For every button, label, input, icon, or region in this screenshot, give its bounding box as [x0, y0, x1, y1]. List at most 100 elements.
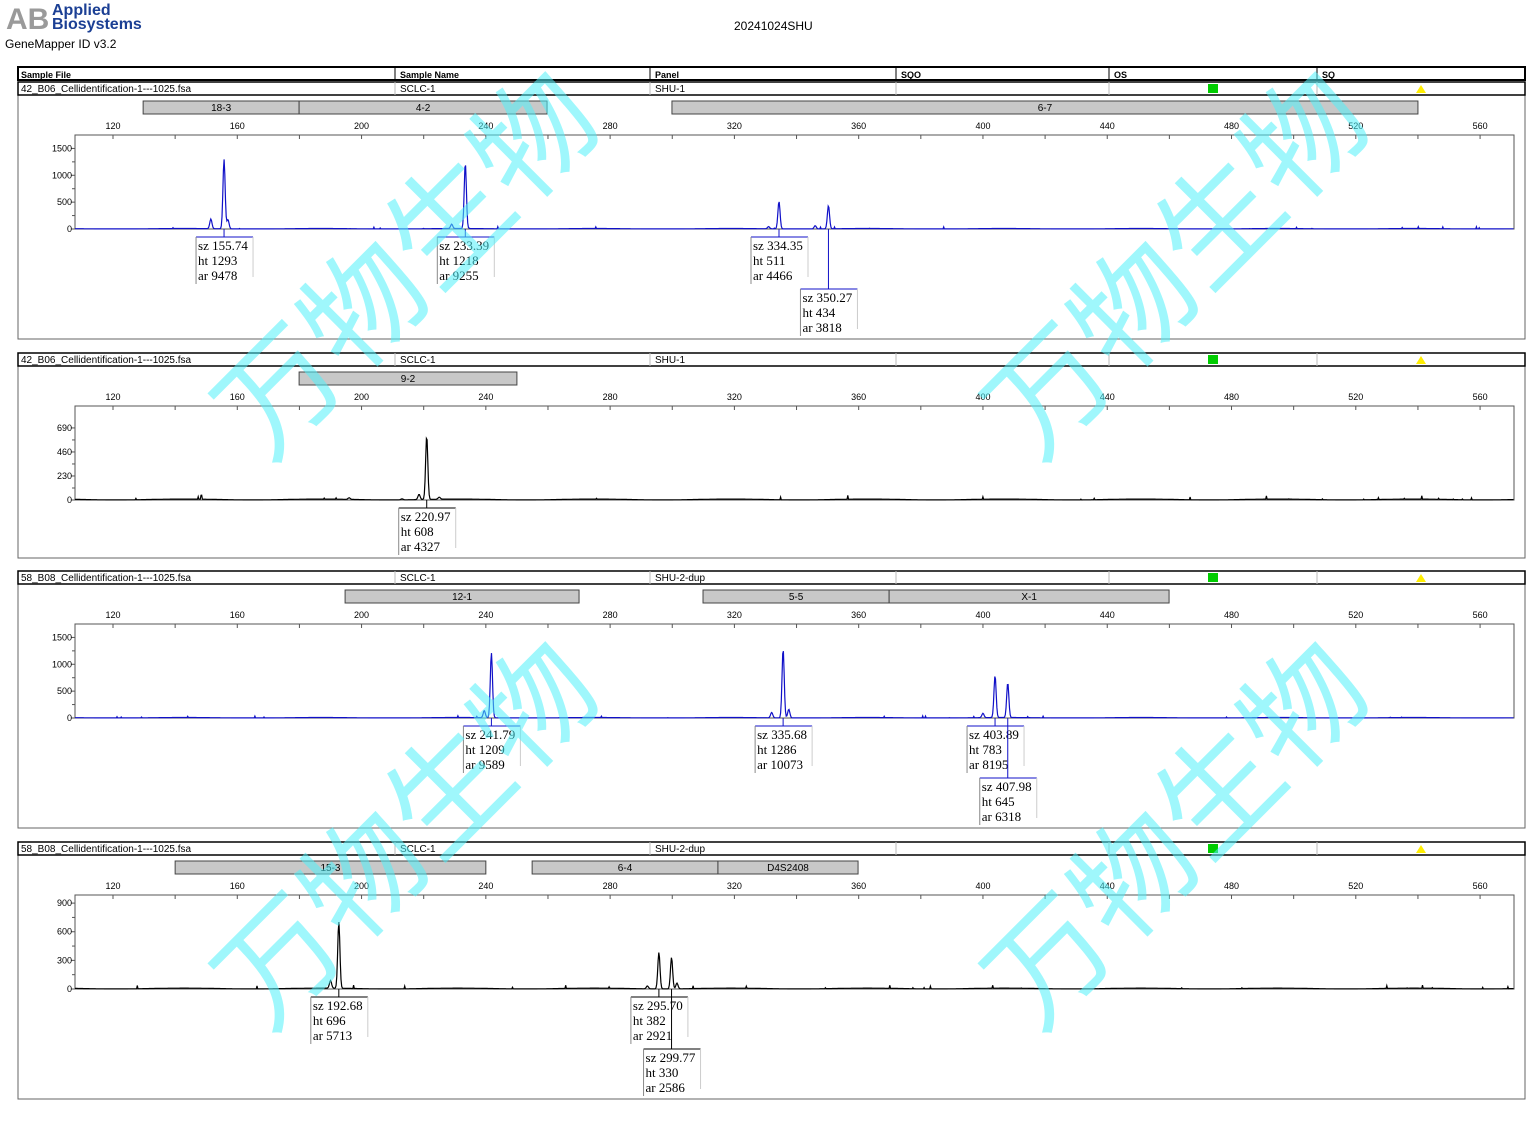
bin-label: 18-3 — [211, 103, 231, 114]
peak-sz-label: sz 334.35 — [753, 238, 803, 253]
plot-area — [74, 894, 1515, 990]
sample-file: 58_B08_Cellidentification-1---1025.fsa — [21, 573, 192, 584]
table-header — [17, 66, 1526, 81]
sample-info-row — [17, 570, 1526, 585]
bin-D4S2408 — [717, 860, 859, 875]
peak-ar-label: ar 9589 — [465, 757, 504, 772]
y-tick-label: 0 — [67, 224, 72, 234]
software-version: GeneMapper ID v3.2 — [5, 37, 117, 51]
bin-12-1 — [344, 589, 580, 604]
peak-sz-label: sz 295.70 — [633, 998, 683, 1013]
x-tick-label: 200 — [354, 392, 369, 402]
x-tick-label: 160 — [230, 881, 245, 891]
column-header-sq: SQ — [1322, 70, 1335, 80]
bin-label: 4-2 — [416, 103, 431, 114]
sq-status-yellow-triangle-icon — [1416, 574, 1426, 582]
peak-sz-label: sz 299.77 — [646, 1050, 696, 1065]
y-tick-label: 1000 — [52, 659, 72, 669]
x-tick-label: 520 — [1348, 392, 1363, 402]
peak-sz-label: sz 407.98 — [982, 779, 1032, 794]
os-status-green-square-icon — [1208, 355, 1218, 364]
x-tick-label: 280 — [603, 392, 618, 402]
peak-ar-label: ar 4327 — [401, 539, 441, 554]
x-tick-label: 240 — [478, 121, 493, 131]
sq-status-yellow-triangle-icon — [1416, 845, 1426, 853]
brand-line-2: Biosystems — [52, 16, 142, 33]
sample-info-row — [17, 81, 1526, 96]
bin-4-2 — [298, 100, 548, 115]
sq-status-yellow-triangle-icon — [1416, 356, 1426, 364]
peak-ht-label: ht 608 — [401, 524, 434, 539]
bin-15-3 — [174, 860, 487, 875]
x-tick-label: 160 — [230, 392, 245, 402]
x-tick-label: 160 — [230, 121, 245, 131]
sample-name: SCLC-1 — [400, 84, 436, 95]
peak-ht-label: ht 434 — [802, 305, 835, 320]
y-tick-label: 300 — [57, 955, 72, 965]
os-status-green-square-icon — [1208, 844, 1218, 853]
x-tick-label: 360 — [851, 392, 866, 402]
x-tick-label: 560 — [1473, 881, 1488, 891]
column-header-sample-file: Sample File — [21, 70, 71, 80]
bin-6-7 — [671, 100, 1419, 115]
column-header-sqo: SQO — [901, 70, 921, 80]
plot-area — [74, 623, 1515, 719]
sample-file: 58_B08_Cellidentification-1---1025.fsa — [21, 844, 192, 855]
ab-logo-icon: AB — [6, 3, 49, 36]
x-tick-label: 360 — [851, 121, 866, 131]
x-tick-label: 240 — [478, 610, 493, 620]
applied-biosystems-logo: AB — [6, 3, 52, 38]
x-tick-label: 320 — [727, 610, 742, 620]
os-status-green-square-icon — [1208, 84, 1218, 93]
peak-ar-label: ar 2921 — [633, 1028, 672, 1043]
column-header-os: OS — [1114, 70, 1127, 80]
peak-ar-label: ar 9478 — [198, 268, 237, 283]
peak-sz-label: sz 335.68 — [757, 727, 807, 742]
peak-ar-label: ar 10073 — [757, 757, 803, 772]
bin-label: 5-5 — [789, 592, 804, 603]
trace-line — [75, 650, 1514, 719]
peak-ht-label: ht 1286 — [757, 742, 797, 757]
y-tick-label: 690 — [57, 423, 72, 433]
x-tick-label: 520 — [1348, 121, 1363, 131]
x-tick-label: 400 — [975, 392, 990, 402]
peak-ar-label: ar 3818 — [802, 320, 841, 335]
report-title: 20241024SHU — [734, 19, 813, 33]
peak-sz-label: sz 350.27 — [802, 290, 852, 305]
peak-ar-label: ar 2586 — [646, 1080, 686, 1095]
peak-ht-label: ht 645 — [982, 794, 1015, 809]
x-tick-label: 120 — [105, 121, 120, 131]
panel-name: SHU-2-dup — [655, 844, 705, 855]
x-tick-label: 440 — [1100, 610, 1115, 620]
x-tick-label: 440 — [1100, 121, 1115, 131]
x-tick-label: 480 — [1224, 392, 1239, 402]
y-tick-label: 1500 — [52, 632, 72, 642]
y-tick-label: 460 — [57, 447, 72, 457]
peak-ht-label: ht 696 — [313, 1013, 346, 1028]
peak-ht-label: ht 1209 — [465, 742, 504, 757]
peak-sz-label: sz 192.68 — [313, 998, 363, 1013]
x-tick-label: 280 — [603, 121, 618, 131]
x-tick-label: 440 — [1100, 881, 1115, 891]
sample-name: SCLC-1 — [400, 355, 436, 366]
x-tick-label: 280 — [603, 610, 618, 620]
sample-name: SCLC-1 — [400, 573, 436, 584]
trace-line — [75, 159, 1514, 230]
y-tick-label: 0 — [67, 713, 72, 723]
peak-ar-label: ar 9255 — [439, 268, 478, 283]
x-tick-label: 360 — [851, 881, 866, 891]
bin-9-2 — [298, 371, 518, 386]
bin-X-1 — [888, 589, 1170, 604]
panel-name: SHU-1 — [655, 355, 685, 366]
x-tick-label: 200 — [354, 881, 369, 891]
x-tick-label: 200 — [354, 610, 369, 620]
peak-ht-label: ht 382 — [633, 1013, 666, 1028]
x-tick-label: 240 — [478, 392, 493, 402]
bin-label: X-1 — [1021, 592, 1037, 603]
peak-ht-label: ht 1293 — [198, 253, 237, 268]
peak-ar-label: ar 6318 — [982, 809, 1021, 824]
sample-panel — [17, 352, 1526, 559]
y-tick-label: 500 — [57, 197, 72, 207]
